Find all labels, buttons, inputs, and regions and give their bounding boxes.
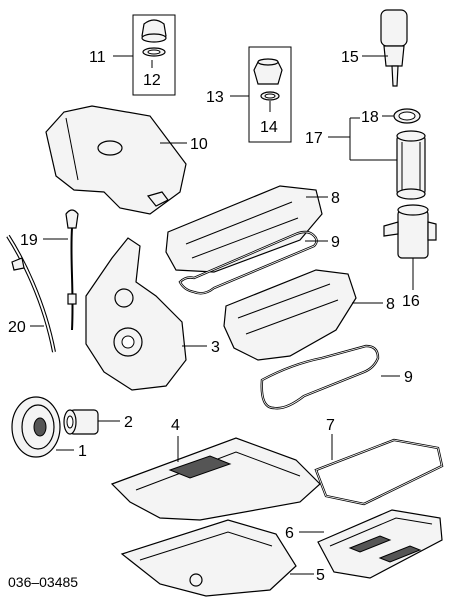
part-oil-pan-alt xyxy=(120,519,297,597)
part-breather-fitting xyxy=(253,58,283,85)
part-crankshaft-pulley xyxy=(11,396,61,458)
part-oil-pan-upper xyxy=(110,437,321,521)
callout-8b: 8 xyxy=(386,296,395,313)
part-oil-pan-gasket xyxy=(314,438,444,506)
part-oil-pan-lower xyxy=(317,509,443,579)
diagram-code: 036–03485 xyxy=(8,574,78,590)
callout-18: 18 xyxy=(361,109,379,126)
part-dipstick xyxy=(65,209,79,331)
callout-5: 5 xyxy=(316,567,325,584)
callout-13: 13 xyxy=(206,89,224,106)
part-breather-seal xyxy=(260,91,280,101)
leader-17 xyxy=(328,117,397,161)
callout-19: 19 xyxy=(20,232,38,249)
callout-7: 7 xyxy=(326,417,335,434)
callout-2: 2 xyxy=(124,414,133,431)
group-frame-11-12 xyxy=(132,14,176,96)
group-frame-13-14 xyxy=(248,46,292,143)
callout-6: 6 xyxy=(285,525,294,542)
part-engine-cover xyxy=(45,105,187,215)
callout-8a: 8 xyxy=(331,190,340,207)
callout-20: 20 xyxy=(8,319,26,336)
part-dipstick-tube xyxy=(6,234,56,353)
part-oil-filter-element xyxy=(396,130,426,200)
callout-16: 16 xyxy=(402,293,420,310)
part-cap-seal xyxy=(142,47,166,57)
part-crank-seal xyxy=(63,409,99,435)
callout-11: 11 xyxy=(89,49,106,66)
part-valve-cover-gasket-upper xyxy=(178,230,318,295)
callout-4: 4 xyxy=(171,417,180,434)
part-o-ring xyxy=(393,108,421,124)
part-valve-cover-upper xyxy=(165,185,323,273)
part-oil-filter-housing xyxy=(383,204,437,259)
callout-10: 10 xyxy=(190,136,208,153)
callout-3: 3 xyxy=(211,339,220,356)
callout-12: 12 xyxy=(143,72,161,89)
part-valve-cover-gasket-lower xyxy=(260,344,380,410)
part-valve-cover-lower xyxy=(223,269,357,361)
callout-15: 15 xyxy=(341,49,359,66)
callout-1: 1 xyxy=(78,443,87,460)
callout-9b: 9 xyxy=(404,369,413,386)
callout-14: 14 xyxy=(260,119,278,136)
part-oil-filter-cap xyxy=(380,9,408,87)
part-timing-cover xyxy=(85,237,187,391)
callout-9a: 9 xyxy=(331,234,340,251)
part-oil-filler-cap xyxy=(141,19,167,43)
callout-17: 17 xyxy=(305,130,323,147)
